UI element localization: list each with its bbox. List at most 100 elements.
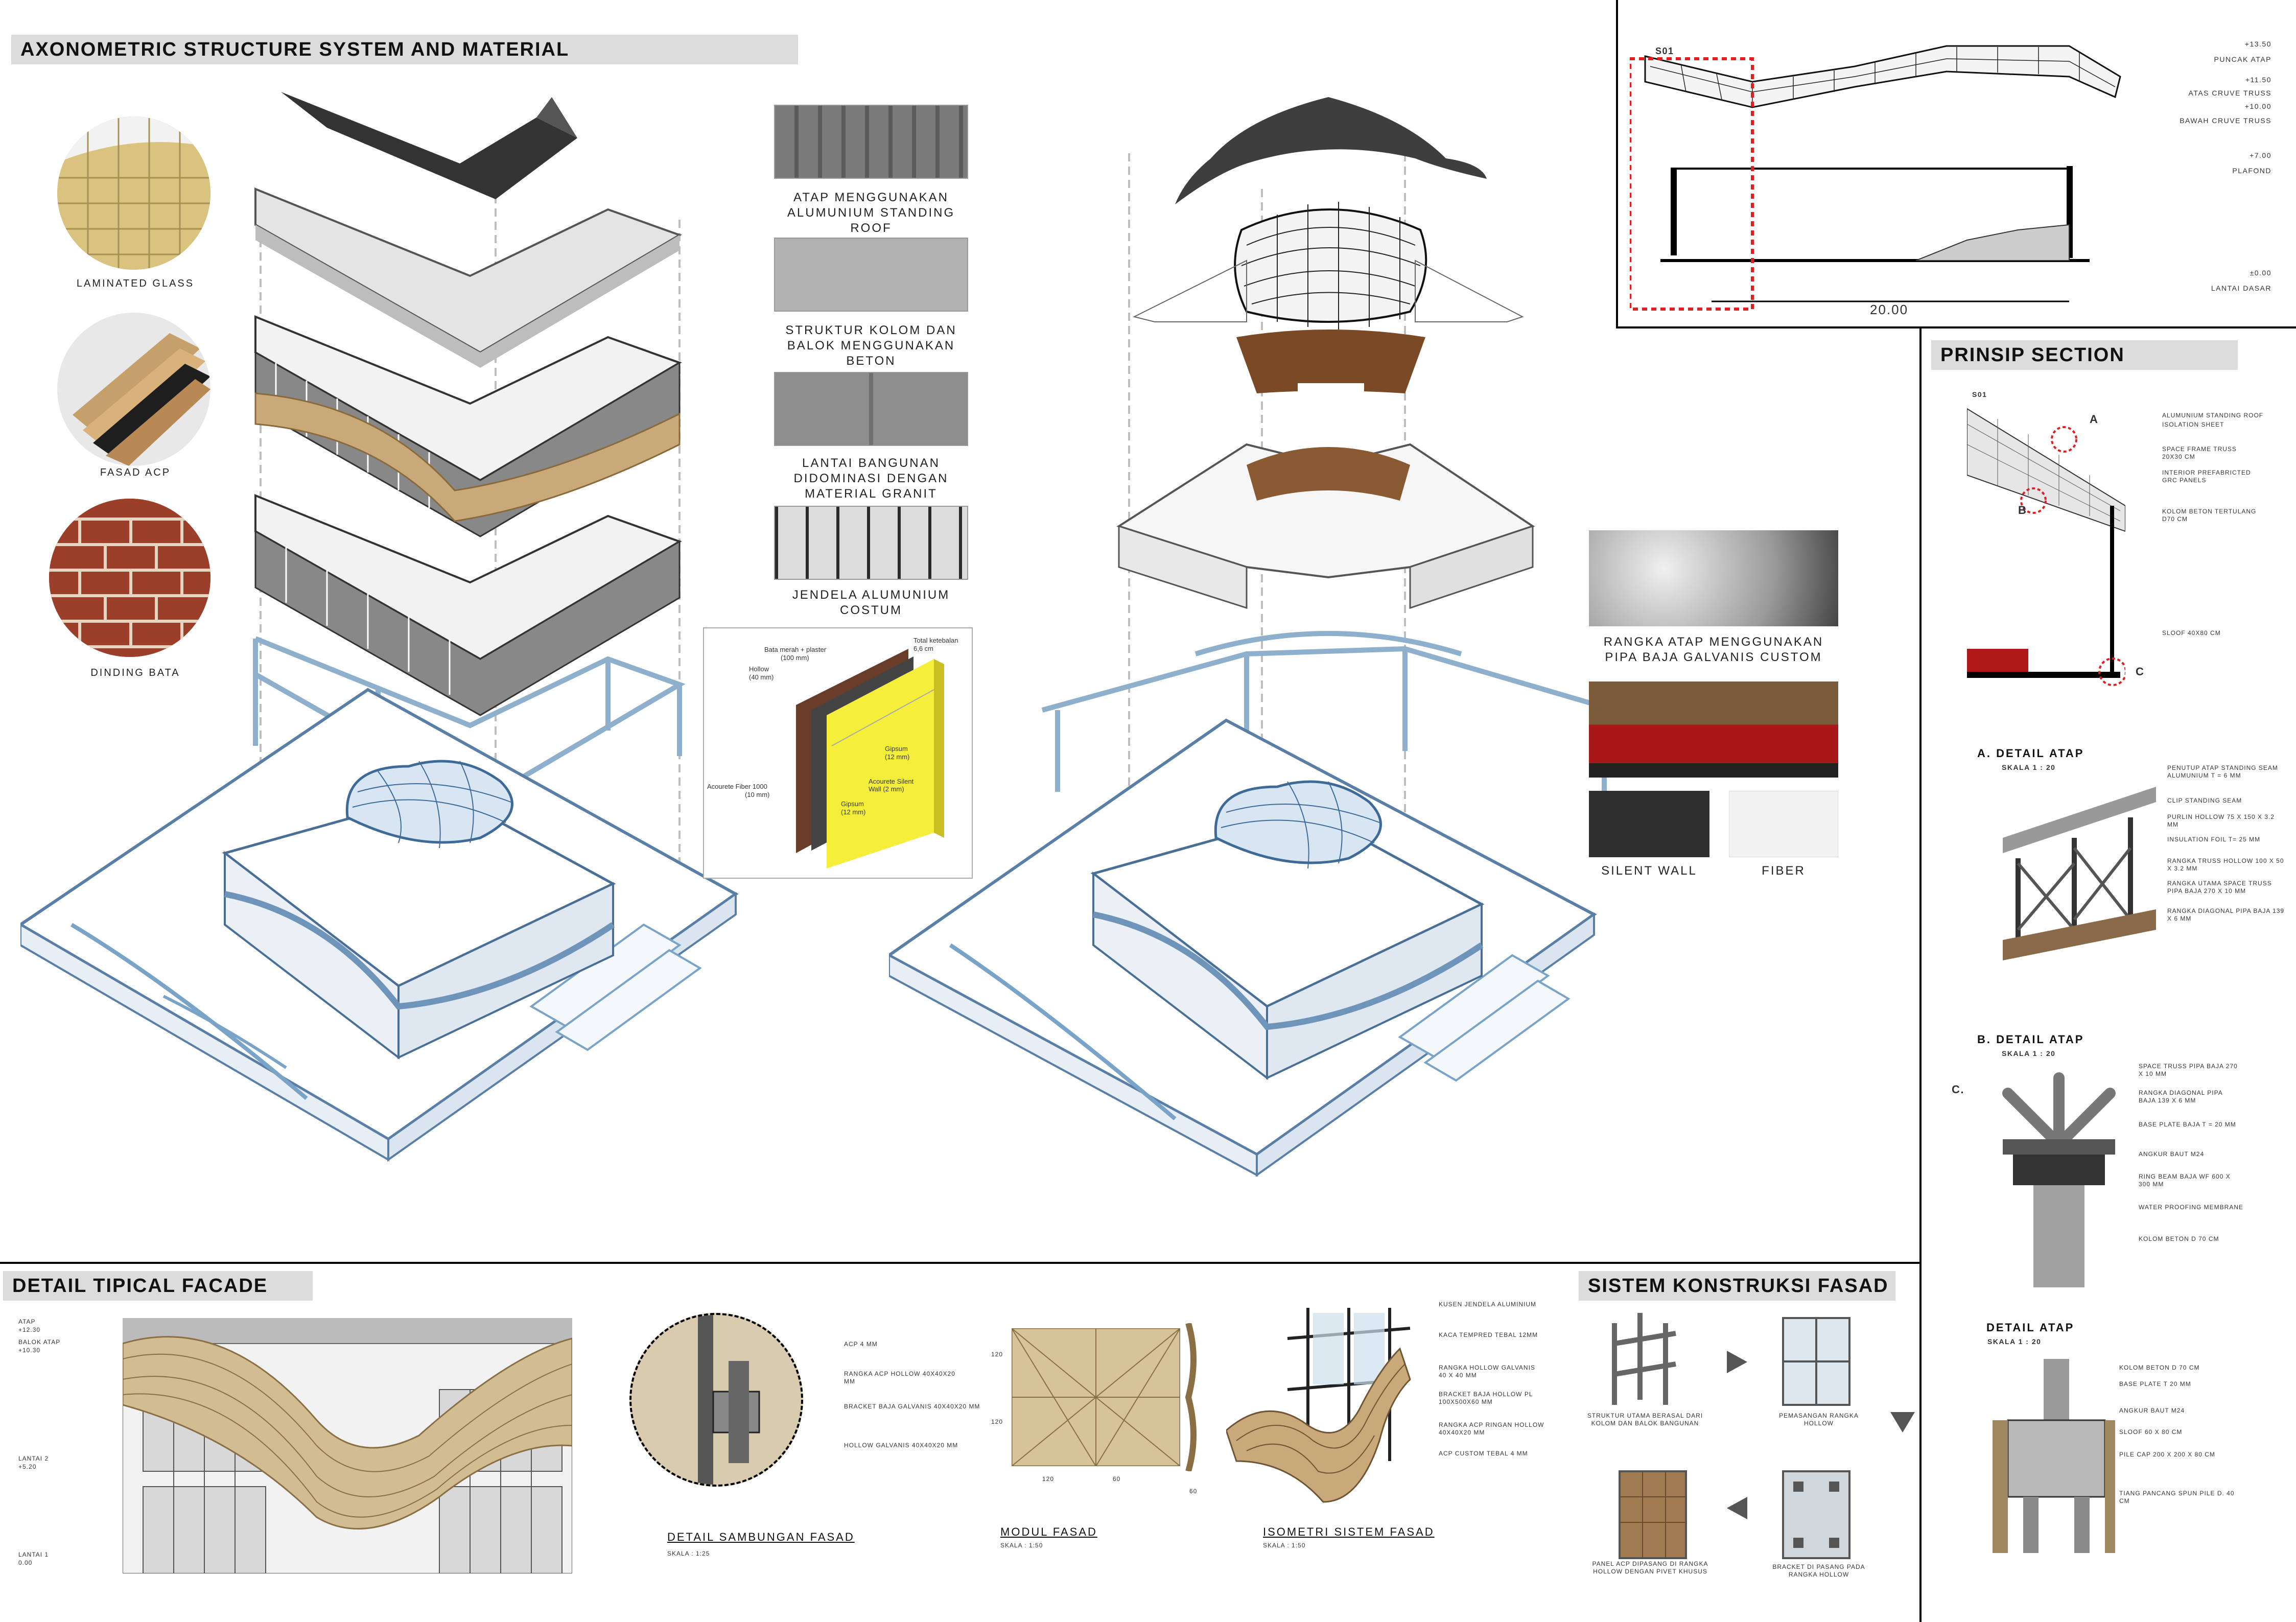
sistem-step-label: BRACKET DI PASANG PADA RANGKA HOLLOW <box>1772 1563 1865 1578</box>
wall-hollow-label: Hollow <box>749 665 769 673</box>
detail-a-note: RANGKA UTAMA SPACE TRUSS PIPA BAJA 270 X… <box>2167 880 2272 895</box>
detail-b-note: WATER PROOFING MEMBRANE <box>2139 1204 2244 1211</box>
wall-detail-box: Bata merah + plaster (100 mm) Hollow (40… <box>703 627 973 879</box>
level-name: PUNCAK ATAP <box>2214 55 2271 63</box>
concrete-material-label: STRUKTUR KOLOM DAN BALOK MENGGUNAKAN BET… <box>785 323 957 368</box>
fiber-photo <box>1729 791 1838 857</box>
facade-level-value: 0.00 <box>18 1559 33 1566</box>
sambungan-note: BRACKET BAJA GALVANIS 40X40X20 MM <box>844 1403 980 1410</box>
section-levels: +13.50 PUNCAK ATAP +11.50 ATAS CRUVE TRU… <box>2074 31 2279 296</box>
detail-b-mark-c: C. <box>1952 1083 1964 1096</box>
modul-fasad-side <box>1185 1323 1197 1471</box>
detail-b-drawing <box>2002 1072 2116 1287</box>
detail-a-note: RANGKA DIAGONAL PIPA BAJA 139 X 6 MM <box>2167 907 2285 922</box>
detail-b-note: RING BEAM BAJA WF 600 X 300 MM <box>2139 1173 2231 1188</box>
prinsip-mark-c: C <box>2136 665 2145 678</box>
sistem-step-4-drawing <box>1619 1470 1687 1559</box>
level-name: ATAS CRUVE TRUSS <box>2188 89 2271 97</box>
sistem-header: SISTEM KONSTRUKSI FASAD <box>1579 1271 1895 1301</box>
facade-level-name: Lantai 1 <box>18 1551 49 1558</box>
sistem-step-label: PEMASANGAN RANGKA HOLLOW <box>1779 1412 1859 1427</box>
prinsip-mark-b: B <box>2018 504 2027 516</box>
roof-material-swatch <box>774 105 968 179</box>
axonometric-exploded-left <box>20 92 739 1162</box>
sambungan-note: HOLLOW GALVANIS 40X40X20 MM <box>844 1442 958 1449</box>
prinsip-header: PRINSIP SECTION <box>1931 340 2238 370</box>
level-name: PLAFOND <box>2232 167 2271 175</box>
prinsip-note: ISOLATION SHEET <box>2162 421 2224 428</box>
facade-elevation <box>123 1318 572 1573</box>
facade-levels: ATAP +12.30 BALOK ATAP +10.30 Lantai 2 +… <box>15 1318 128 1573</box>
level-value: ±0.00 <box>2250 269 2271 277</box>
prinsip-note: INTERIOR PREFABRICTED GRC PANELS <box>2162 469 2251 484</box>
wall-total-label: Total ketebalan <box>913 637 958 644</box>
detail-a-note: CLIP STANDING SEAM <box>2167 797 2242 804</box>
axonometric-exploded-right <box>889 97 1615 1177</box>
sambungan-drawing <box>698 1315 760 1485</box>
fasad-acp-label: FASAD ACP <box>100 467 171 478</box>
prinsip-mark-a: A <box>2090 413 2099 426</box>
granite-material-swatch <box>774 372 968 446</box>
modul-title: MODUL FASAD <box>1000 1525 1097 1538</box>
steel-pipe-photo <box>1589 530 1838 626</box>
arrow-down-icon <box>1890 1412 1915 1432</box>
sistem-step-label: STRUKTUR UTAMA BERASAL DARI KOLOM DAN BA… <box>1587 1412 1703 1427</box>
sambungan-note: RANGKA ACP HOLLOW 40X40X20 MM <box>844 1370 955 1385</box>
detail-c-note: PILE CAP 200 X 200 X 80 CM <box>2119 1451 2215 1458</box>
facade-level-name: BALOK ATAP <box>18 1338 61 1346</box>
auditorium-photo <box>1589 681 1838 778</box>
detail-a-note: PENUTUP ATAP STANDING SEAM ALUMUNIUM T =… <box>2167 764 2278 779</box>
detail-c-note: KOLOM BETON D 70 CM <box>2119 1364 2200 1371</box>
detail-b-note: SPACE TRUSS PIPA BAJA 270 X 10 MM <box>2139 1063 2238 1077</box>
section-frame <box>1616 0 2296 328</box>
window-material-label: JENDELA ALUMUNIUM COSTUM <box>792 588 950 617</box>
isometri-note: RANGKA ACP RINGAN HOLLOW 40X40X20 MM <box>1439 1421 1544 1436</box>
level-value: +11.50 <box>2245 76 2271 84</box>
detail-c-note: ANGKUR BAUT M24 <box>2119 1407 2185 1414</box>
detail-c-drawing <box>1993 1359 2115 1553</box>
laminated-glass-swatch <box>57 116 210 270</box>
detail-b-note: ANGKUR BAUT M24 <box>2139 1150 2205 1158</box>
prinsip-note: ALUMUNIUM STANDING ROOF <box>2162 412 2264 419</box>
sistem-step-3-drawing <box>1782 1470 1850 1559</box>
detail-b-note: KOLOM BETON D 70 CM <box>2139 1235 2219 1242</box>
wall-bata-dim: (100 mm) <box>781 654 809 662</box>
concrete-material-swatch <box>774 238 968 312</box>
level-name: BAWAH CRUVE TRUSS <box>2180 116 2271 125</box>
detail-c-note: SLOOF 60 X 80 CM <box>2119 1428 2183 1436</box>
section-tag: S01 <box>1655 46 1674 56</box>
detail-b-title: B. DETAIL ATAP <box>1977 1033 2084 1046</box>
sambungan-scale: SKALA : 1:25 <box>667 1550 710 1557</box>
facade-level-value: +5.20 <box>18 1463 37 1470</box>
wall-gipsum1-dim: (12 mm) <box>885 753 910 761</box>
sistem-step-label: PANEL ACP DIPASANG DI RANGKA HOLLOW DENG… <box>1592 1560 1708 1575</box>
wall-fiber-label: Acourete Fiber 1000 <box>707 783 767 790</box>
fasad-acp-swatch <box>57 313 210 466</box>
detail-a-note: INSULATION FOIL T= 25 MM <box>2167 836 2261 843</box>
modul-dim: 120 <box>991 1351 1003 1358</box>
facade-level-value: +12.30 <box>18 1326 41 1333</box>
wall-gipsum2-label: Gipsum <box>841 800 864 808</box>
detail-c-scale: SKALA 1 : 20 <box>1987 1337 2042 1346</box>
fiber-label: FIBER <box>1762 864 1806 878</box>
detail-a-title: A. DETAIL ATAP <box>1977 747 2084 760</box>
arrow-left-icon <box>1727 1497 1747 1519</box>
level-name: LANTAI DASAR <box>2211 284 2271 292</box>
detail-a-drawing <box>2003 787 2156 960</box>
detail-c-note: BASE PLATE T 20 MM <box>2119 1380 2191 1388</box>
modul-fasad-drawing <box>1012 1328 1180 1466</box>
facade-level-name: Lantai 2 <box>18 1455 49 1462</box>
wall-gipsum2-dim: (12 mm) <box>841 808 866 816</box>
divider-horizontal <box>0 1262 1921 1264</box>
window-material-swatch <box>774 506 968 580</box>
level-value: +7.00 <box>2250 151 2271 159</box>
sambungan-title: DETAIL SAMBUNGAN FASAD <box>667 1531 855 1543</box>
detail-b-scale: SKALA 1 : 20 <box>2002 1049 2056 1057</box>
acp-panel-icon <box>73 333 210 466</box>
arrow-right-icon <box>1727 1351 1747 1373</box>
isometri-title: ISOMETRI SISTEM FASAD <box>1263 1525 1435 1538</box>
isometri-note: ACP CUSTOM TEBAL 4 MM <box>1439 1450 1528 1457</box>
granite-material-label: LANTAI BANGUNAN DIDOMINASI DENGAN MATERI… <box>793 456 949 501</box>
silent-wall-label: SILENT WALL <box>1601 864 1697 878</box>
prinsip-drawing <box>1967 408 2125 686</box>
